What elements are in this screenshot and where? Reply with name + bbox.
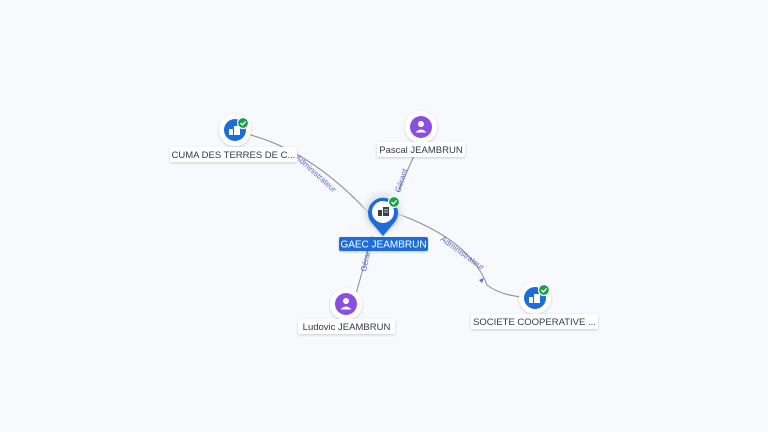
node-cuma[interactable]: CUMA DES TERRES DE C... — [170, 114, 297, 162]
node-label-cuma: CUMA DES TERRES DE C... — [172, 150, 296, 161]
node-label-center: GAEC JEAMBRUN — [340, 240, 426, 251]
edge-arrow-icon — [479, 278, 484, 283]
node-center[interactable]: GAEC JEAMBRUN — [339, 188, 428, 251]
edge-label-societe: Administrateur — [439, 234, 486, 272]
verified-badge-icon — [236, 116, 250, 130]
edge-cuma: Administrateur — [246, 133, 369, 213]
node-pascal[interactable]: Pascal JEAMBRUN — [377, 111, 465, 157]
edge-label-pascal: Gérant — [393, 167, 409, 194]
building-icon — [229, 126, 240, 135]
node-societe[interactable]: SOCIETE COOPERATIVE ... — [471, 282, 598, 329]
building-icon — [529, 294, 540, 303]
person-icon — [340, 298, 352, 310]
node-label-ludovic: Ludovic JEAMBRUN — [303, 322, 391, 333]
node-label-pascal: Pascal JEAMBRUN — [379, 145, 463, 156]
edge-societe: Administrateur — [397, 213, 523, 298]
person-icon — [415, 121, 427, 133]
building-icon — [378, 207, 389, 216]
verified-badge-icon — [387, 195, 401, 209]
node-ludovic[interactable]: Ludovic JEAMBRUN — [298, 288, 395, 334]
node-label-societe: SOCIETE COOPERATIVE ... — [473, 317, 596, 328]
edge-label-cuma: Administrateur — [294, 153, 339, 194]
verified-badge-icon — [537, 283, 551, 297]
